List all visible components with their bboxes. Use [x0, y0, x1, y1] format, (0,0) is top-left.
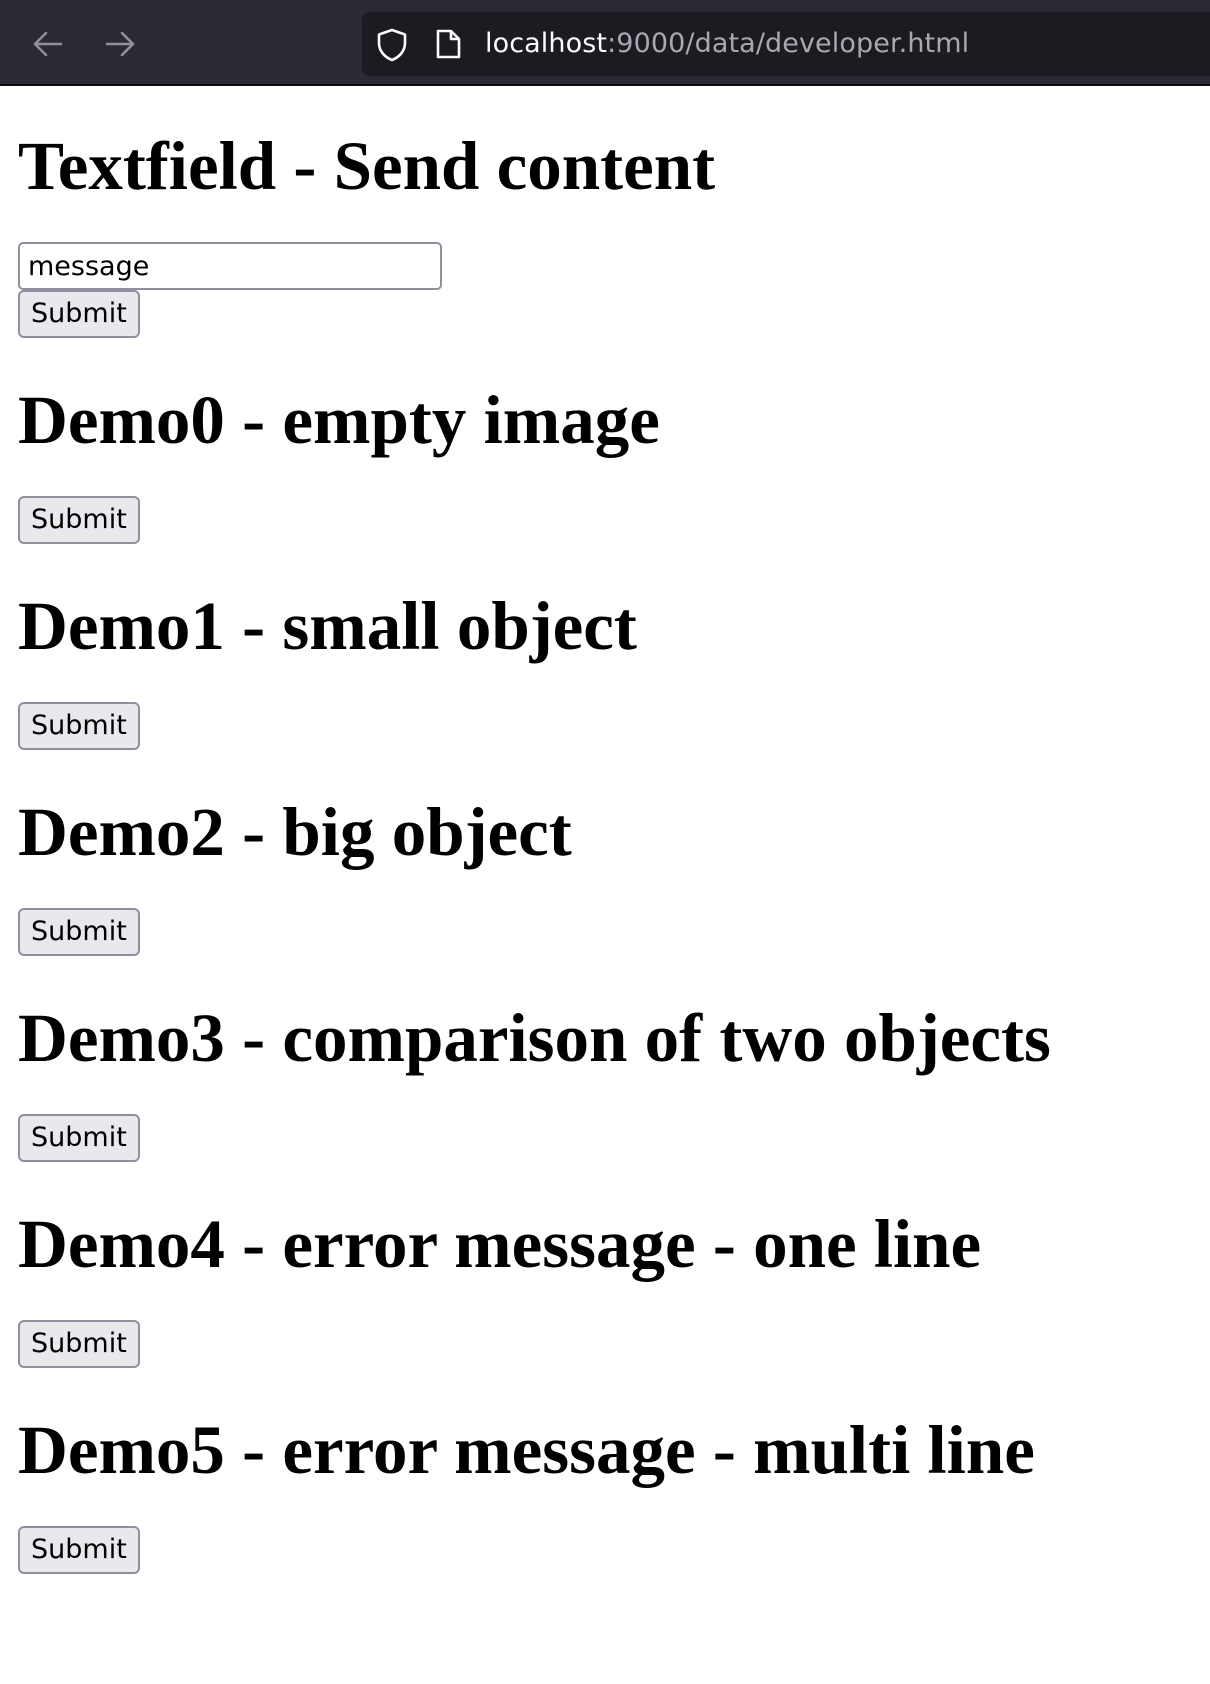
url-text[interactable]: localhost:9000/data/developer.html: [485, 26, 969, 62]
demo4-submit-button[interactable]: Submit: [18, 1320, 140, 1368]
textfield-section: Textfield - Send content Submit: [18, 126, 1198, 338]
demo3-heading: Demo3 - comparison of two objects: [18, 1000, 1051, 1076]
url-host: localhost: [485, 28, 608, 59]
demo2-submit-button[interactable]: Submit: [18, 908, 140, 956]
page-icon: [436, 29, 461, 59]
demo2-heading: Demo2 - big object: [18, 794, 572, 870]
demo1-heading: Demo1 - small object: [18, 588, 637, 664]
demo3-submit-button[interactable]: Submit: [18, 1114, 140, 1162]
demo3-section: Demo3 - comparison of two objects Submit: [18, 998, 1198, 1162]
demo1-section: Demo1 - small object Submit: [18, 586, 1198, 750]
demo5-submit-button[interactable]: Submit: [18, 1526, 140, 1574]
url-path: :9000/data/developer.html: [607, 28, 970, 59]
demo1-submit-button[interactable]: Submit: [18, 702, 140, 750]
shield-icon[interactable]: [376, 28, 408, 62]
demo5-heading: Demo5 - error message - multi line: [18, 1412, 1035, 1488]
textfield-heading: Textfield - Send content: [18, 128, 716, 204]
arrow-right-icon: [105, 31, 135, 57]
demo4-heading: Demo4 - error message - one line: [18, 1206, 982, 1282]
demo0-section: Demo0 - empty image Submit: [18, 380, 1198, 544]
browser-toolbar: localhost:9000/data/developer.html: [0, 0, 1210, 86]
url-bar[interactable]: [362, 12, 1210, 76]
demo2-section: Demo2 - big object Submit: [18, 792, 1198, 956]
forward-button[interactable]: [100, 26, 140, 62]
toolbar-divider: [0, 84, 1210, 86]
demo5-section: Demo5 - error message - multi line Submi…: [18, 1410, 1198, 1574]
demo0-heading: Demo0 - empty image: [18, 382, 660, 458]
demo0-submit-button[interactable]: Submit: [18, 496, 140, 544]
page-content: Textfield - Send content Submit Demo0 - …: [18, 86, 1198, 1574]
demo4-section: Demo4 - error message - one line Submit: [18, 1204, 1198, 1368]
message-input[interactable]: [18, 242, 442, 290]
arrow-left-icon: [33, 31, 63, 57]
back-button[interactable]: [28, 26, 68, 62]
textfield-submit-button[interactable]: Submit: [18, 290, 140, 338]
